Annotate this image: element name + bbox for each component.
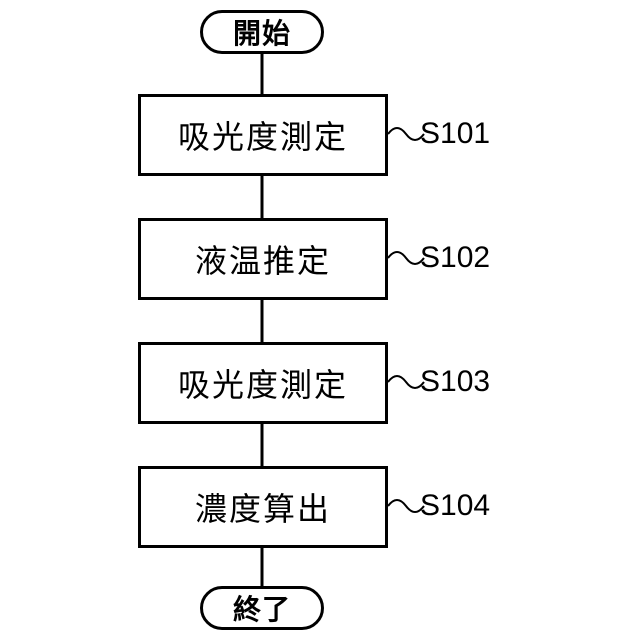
step-id-s103: S103 xyxy=(420,367,490,397)
step-box-s102: 液温推定 xyxy=(138,218,388,300)
step-label-s103: 吸光度測定 xyxy=(178,360,348,406)
step-box-s101: 吸光度測定 xyxy=(138,94,388,176)
start-terminal: 開始 xyxy=(200,10,324,54)
step-id-s102: S102 xyxy=(420,243,490,273)
step-id-s101: S101 xyxy=(420,119,490,149)
leader-line-s103 xyxy=(388,376,424,388)
end-terminal: 終了 xyxy=(200,586,324,630)
step-box-s104: 濃度算出 xyxy=(138,466,388,548)
step-id-s104: S104 xyxy=(420,491,490,521)
step-label-s102: 液温推定 xyxy=(195,236,331,282)
step-label-s101: 吸光度測定 xyxy=(178,112,348,158)
step-label-s104: 濃度算出 xyxy=(195,484,331,530)
leader-line-s104 xyxy=(388,500,424,512)
leader-line-s101 xyxy=(388,128,424,140)
leader-line-s102 xyxy=(388,252,424,264)
step-box-s103: 吸光度測定 xyxy=(138,342,388,424)
